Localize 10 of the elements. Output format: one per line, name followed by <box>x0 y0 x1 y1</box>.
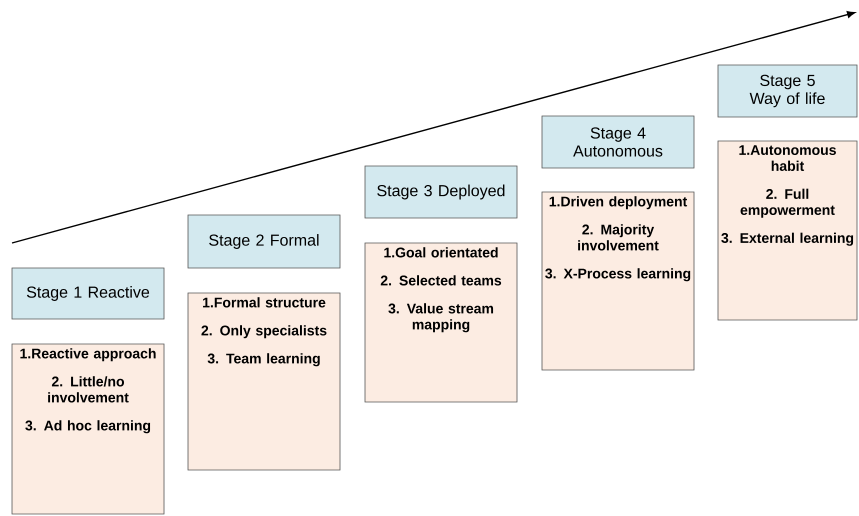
stage-header-box: Stage 4 Autonomous <box>542 116 694 168</box>
stage-practices-box: 1.Driven deployment 2. Majority involvement 3. X-Process learning <box>542 192 694 370</box>
stage-header-box: Stage 2 Formal <box>188 214 340 268</box>
stage-practices-box: 1.Autonomous habit 2. Full empowerment 3. External learning <box>718 140 858 320</box>
stage-practices-box: 1.Reactive approach 2. Little/no involvement 3. Ad hoc learning <box>12 344 164 514</box>
stage-practices-box: 1.Formal structure 2. Only specialists 3. Team learning <box>188 292 340 470</box>
stage-practices-box: 1.Goal orientated 2. Selected teams 3. Value stream mapping <box>364 242 518 402</box>
stage-header-box: Stage 3 Deployed <box>364 166 518 218</box>
stage-header-box: Stage 5 Way of life <box>718 64 858 118</box>
stage-header-box: Stage 1 Reactive <box>12 268 164 320</box>
